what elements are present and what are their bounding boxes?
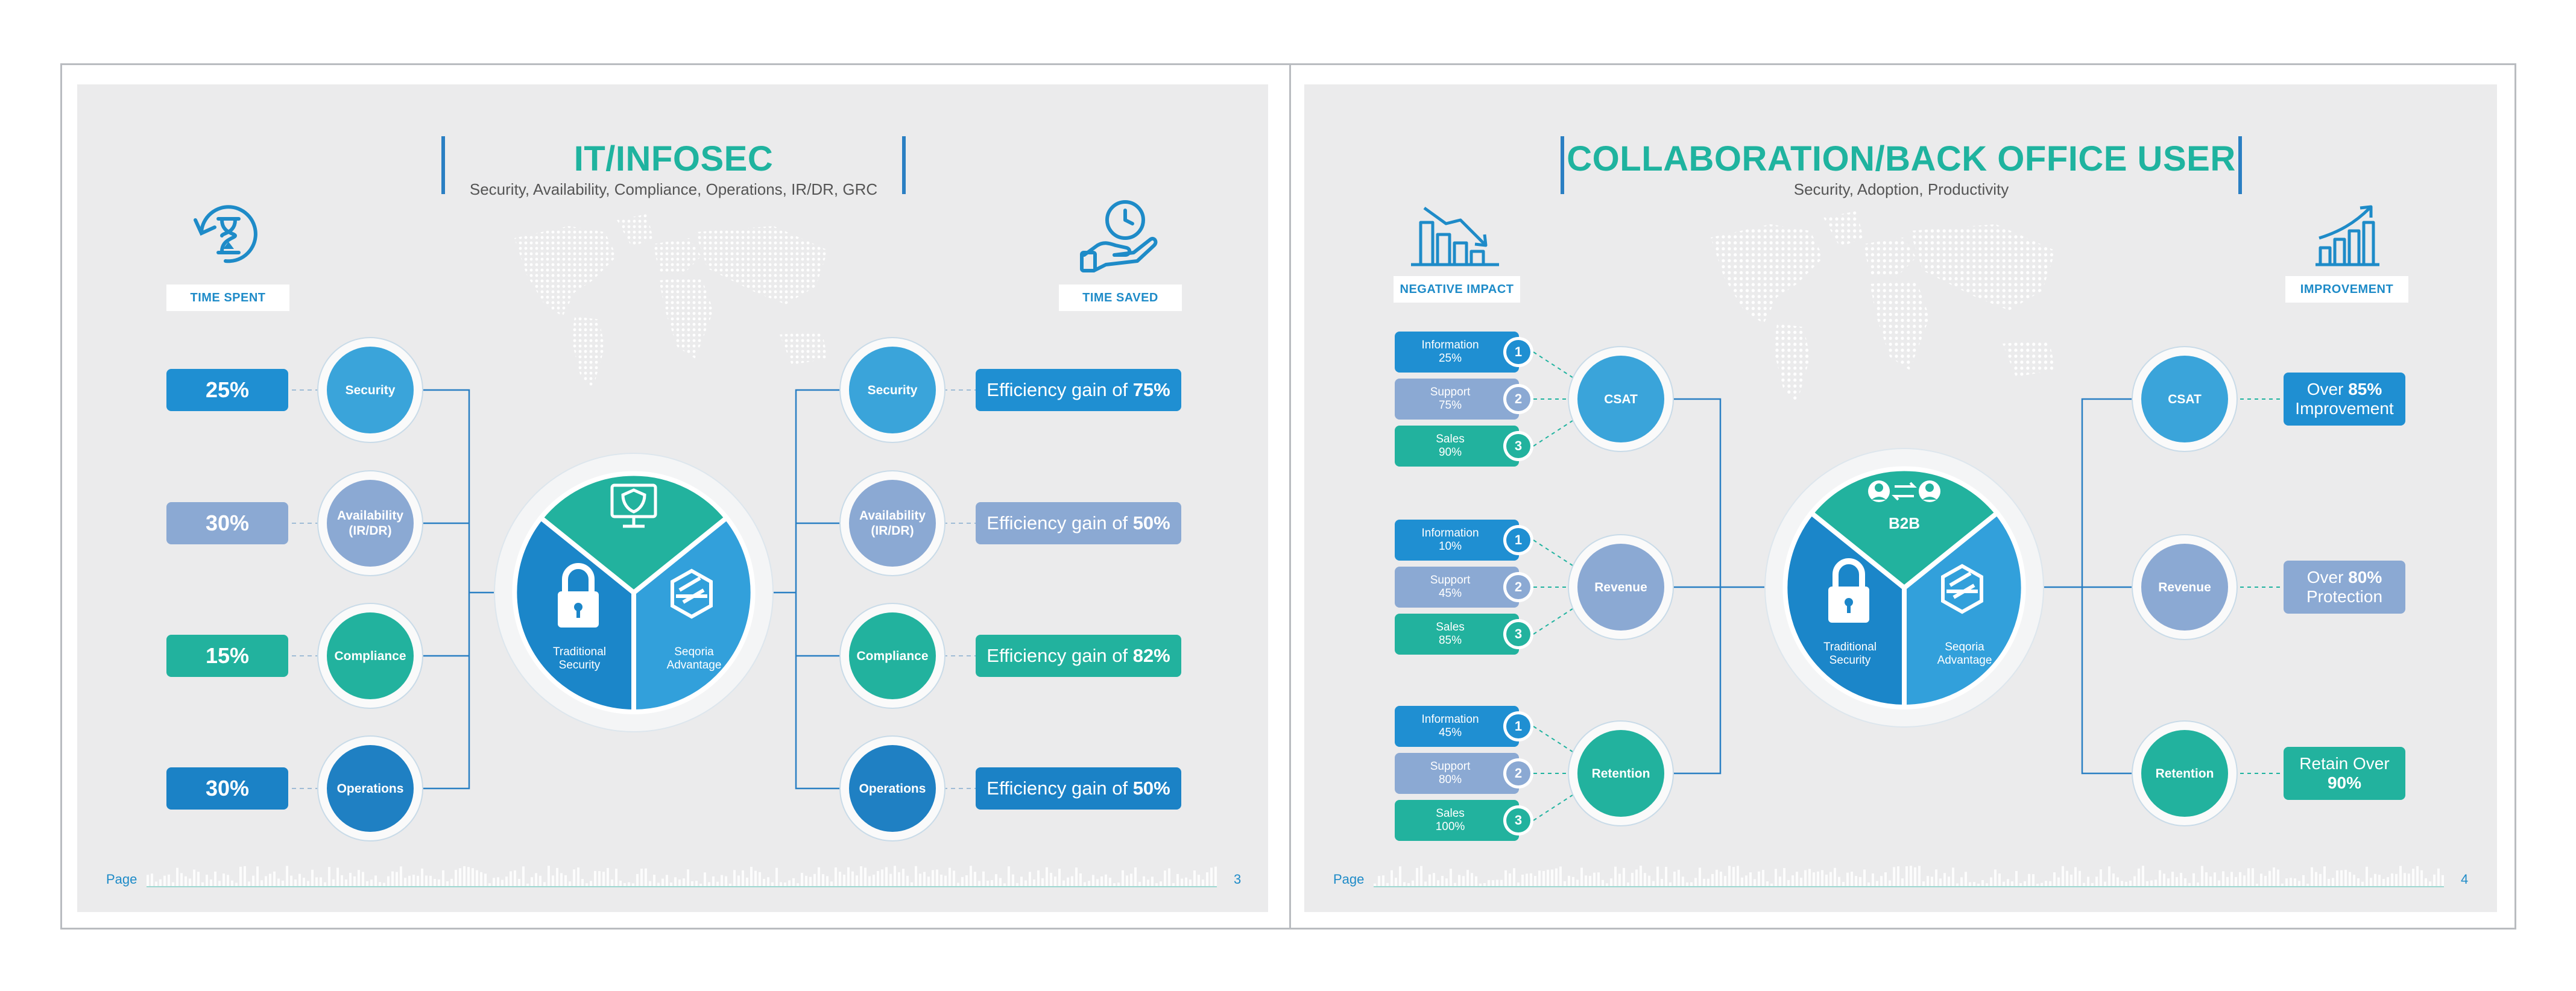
page-subtitle: Security, Availability, Compliance, Oper… <box>469 180 878 198</box>
page-fold <box>1289 65 1291 928</box>
hub-label-b2b: B2B <box>1888 514 1920 532</box>
improvement-tag: IMPROVEMENT <box>2285 276 2408 303</box>
right-page: COLLABORATION/BACK OFFICE USER Security,… <box>1304 84 2497 912</box>
step-3-badge: 3 <box>1503 431 1533 461</box>
title-bar-left <box>1561 136 1564 194</box>
monitor-lock-icon <box>610 483 657 528</box>
clock-hand-icon <box>1080 200 1158 272</box>
hub-label-traditional: Traditional Security <box>1823 641 1877 667</box>
efficiency-security: Efficiency gain of 75% <box>976 369 1181 411</box>
padlock-icon <box>558 563 599 628</box>
central-hub: Traditional Security Seqoria Advantage <box>495 454 772 731</box>
node-retention-right: Retention <box>2132 720 2238 826</box>
negative-impact-tag: NEGATIVE IMPACT <box>1394 276 1520 303</box>
page-title-block: COLLABORATION/BACK OFFICE USER Security,… <box>1561 136 2242 199</box>
page-title-block: IT/INFOSEC Security, Availability, Compl… <box>441 136 906 199</box>
connector-lines-right <box>1533 351 2282 821</box>
time-spent-operations: 30% <box>166 767 288 810</box>
bar-chart-up-icon <box>2316 205 2379 266</box>
users-exchange-icon <box>1868 480 1940 502</box>
page-title: COLLABORATION/BACK OFFICE USER <box>1567 139 2236 178</box>
left-page: IT/INFOSEC Security, Availability, Compl… <box>77 84 1268 912</box>
footer-page-number: 4 <box>2461 872 2469 887</box>
step-3-badge: 3 <box>1503 619 1533 649</box>
hourglass-cycle-icon <box>194 205 257 263</box>
node-availability-right: Availability (IR/DR) <box>839 470 945 576</box>
title-bar-left <box>441 136 445 194</box>
node-retention-left: Retention <box>1568 720 1674 826</box>
node-compliance-right: Compliance <box>839 603 945 709</box>
seqoria-logo-icon <box>671 568 713 619</box>
efficiency-availability: Efficiency gain of 50% <box>976 502 1181 544</box>
footer-page-label: Page <box>1333 872 1365 887</box>
hub-segments <box>512 471 756 715</box>
node-operations-left: Operations <box>317 735 423 842</box>
seqoria-logo-icon <box>1941 564 1983 614</box>
page-subtitle: Security, Adoption, Productivity <box>1793 180 2009 198</box>
title-bar-right <box>902 136 906 194</box>
node-csat-left: CSAT <box>1568 346 1674 452</box>
footer-equalizer <box>147 866 1217 886</box>
padlock-icon <box>1828 558 1869 623</box>
footer-page-number: 3 <box>1234 872 1242 887</box>
time-spent-availability: 30% <box>166 502 288 544</box>
step-1-badge: 1 <box>1503 711 1533 741</box>
step-2-badge: 2 <box>1503 758 1533 788</box>
central-hub: B2B Traditional Security Seqoria Advanta… <box>1766 449 2043 726</box>
step-2-badge: 2 <box>1503 384 1533 414</box>
step-2-badge: 2 <box>1503 572 1533 602</box>
node-availability-left: Availability (IR/DR) <box>317 470 423 576</box>
step-1-badge: 1 <box>1503 337 1533 367</box>
time-spent-security: 25% <box>166 369 288 411</box>
node-revenue-left: Revenue <box>1568 534 1674 640</box>
world-map-dots <box>514 214 828 389</box>
time-spent-compliance: 15% <box>166 635 288 677</box>
title-bar-right <box>2238 136 2242 194</box>
page-title: IT/INFOSEC <box>573 139 774 178</box>
time-saved-tag: TIME SAVED <box>1059 285 1182 311</box>
efficiency-operations: Efficiency gain of 50% <box>976 767 1181 810</box>
bar-chart-down-icon <box>1411 206 1499 266</box>
hub-label-traditional: Traditional Security <box>552 646 606 672</box>
result-csat: Over 85%Improvement <box>2284 373 2405 426</box>
step-3-badge: 3 <box>1503 805 1533 835</box>
node-csat-right: CSAT <box>2132 346 2238 452</box>
node-operations-right: Operations <box>839 735 945 842</box>
result-revenue: Over 80%Protection <box>2284 561 2405 614</box>
footer-line <box>1374 886 2444 887</box>
node-compliance-left: Compliance <box>317 603 423 709</box>
footer-equalizer <box>1374 866 2444 886</box>
node-security-right: Security <box>839 337 945 443</box>
step-1-badge: 1 <box>1503 525 1533 555</box>
hub-label-seqoria: Seqoria Advantage <box>1937 641 1992 667</box>
node-security-left: Security <box>317 337 423 443</box>
node-revenue-right: Revenue <box>2132 534 2238 640</box>
hub-segments <box>1782 466 2026 710</box>
footer-line <box>147 886 1217 887</box>
efficiency-compliance: Efficiency gain of 82% <box>976 635 1181 677</box>
time-spent-tag: TIME SPENT <box>166 285 289 311</box>
world-map-dots <box>1711 211 2056 403</box>
footer-page-label: Page <box>106 872 137 887</box>
hub-label-seqoria: Seqoria Advantage <box>666 646 722 672</box>
